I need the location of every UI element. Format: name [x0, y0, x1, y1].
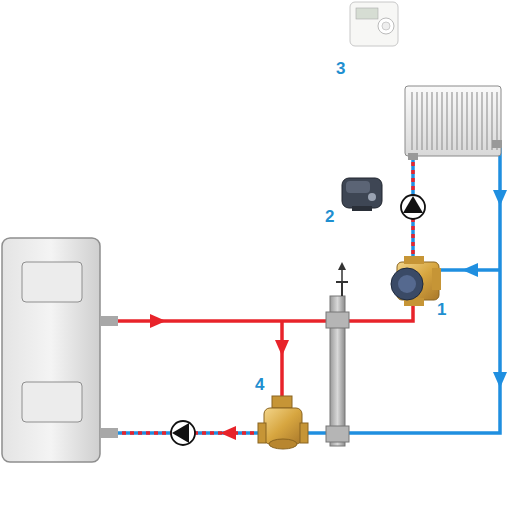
valve-actuator: [342, 178, 382, 211]
room-thermostat: [350, 2, 398, 46]
callout-number: 1: [437, 301, 446, 318]
callout-number: 4: [255, 376, 264, 393]
flow-arrows: [150, 190, 507, 440]
thermostatic-valve: [258, 396, 308, 449]
mixing-valve: [391, 256, 441, 306]
hydraulic-separator: [326, 262, 349, 446]
circulation-pump: [401, 195, 425, 219]
pipes: [118, 145, 500, 433]
radiator: [405, 86, 502, 160]
boiler-pump: [171, 421, 195, 445]
callout-number: 3: [336, 60, 345, 77]
boiler: [2, 238, 118, 462]
callout-number: 2: [325, 208, 334, 225]
